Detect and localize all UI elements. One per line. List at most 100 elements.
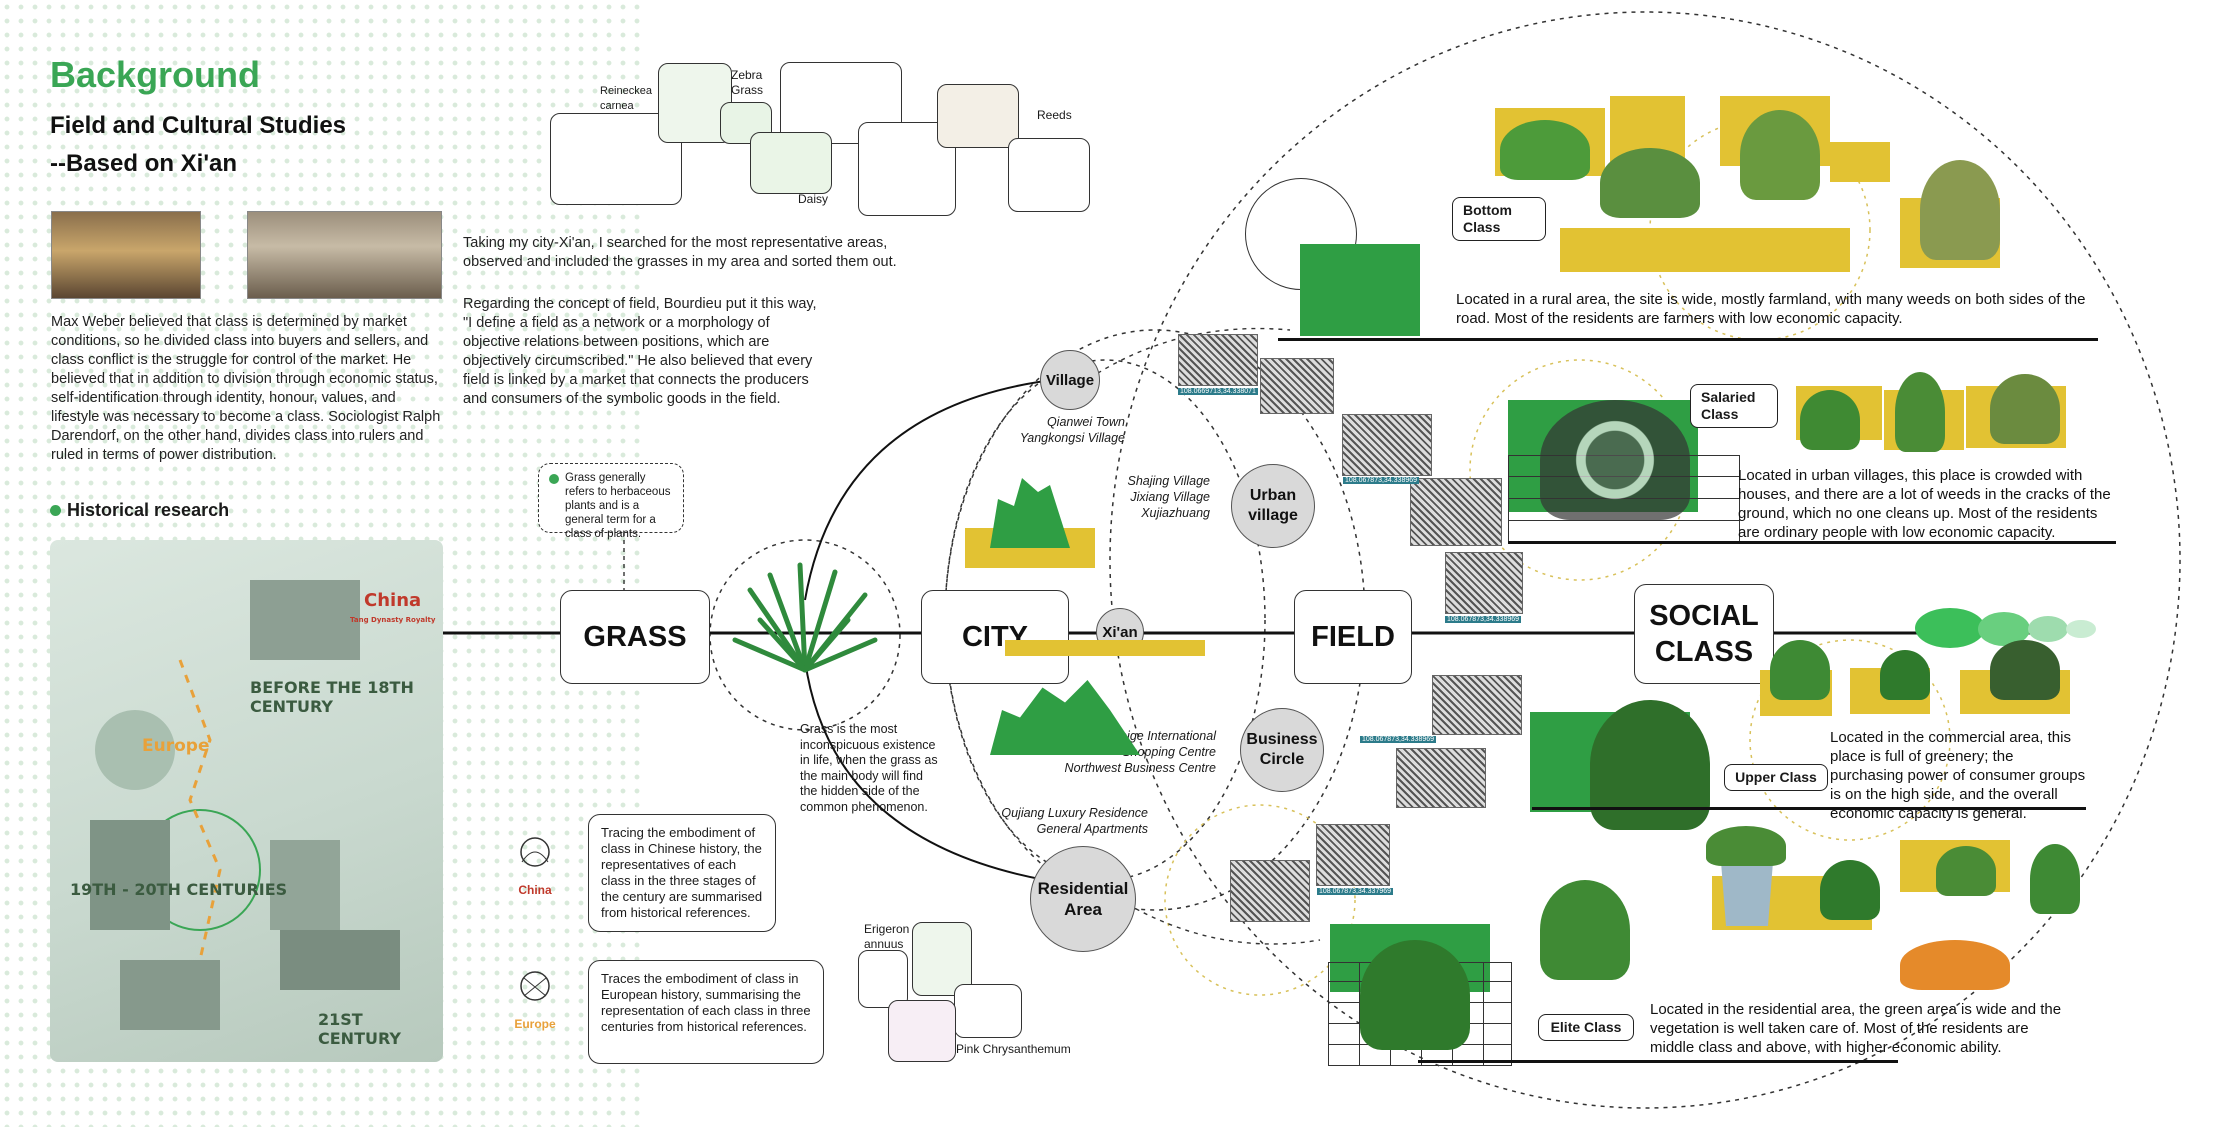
europe-label: Europe [142,736,210,756]
reeds-sketch [1008,138,1090,212]
map-code-3: 108.067873,34.338969 [1445,616,1522,623]
bottom-class-green-block [1300,244,1420,336]
place-saige: Saige International [1111,729,1216,743]
reineckea-label: Reineckea carnea [600,85,652,112]
page-title: Background [50,54,261,95]
elite-plant-main [1360,940,1470,1050]
erigeron-label: Erigeron annuus [864,922,910,951]
class-label: CLASS [1654,636,1754,668]
bottom-yellow-5 [1830,142,1890,182]
map-code-1: 108.0669713,34.338071 [1178,388,1258,395]
grass-definition-note: Grass generally refers to herbaceous pla… [538,463,684,540]
china-history-note: Tracing the embodiment of class in Chine… [588,814,776,932]
green-dot-4 [2066,620,2096,638]
place-northwest: Northwest Business Centre [1064,761,1216,775]
historical-collage-panel: China Tang Dynasty Royalty BEFORE THE 18… [50,540,443,1062]
place-xujiazhuang: Xujiazhuang [1141,506,1210,520]
bottom-plant-3 [1740,110,1820,200]
place-qianwei: Qianwei Town [1046,415,1125,429]
residential-places: Qujiang Luxury Residence General Apartme… [990,805,1148,837]
method-text-1: Taking my city-Xi'an, I searched for the… [463,235,897,270]
street-photo-1 [51,211,201,299]
map-thumb-2 [1260,358,1334,414]
daisy-label: Daisy [798,192,829,206]
social-class-node: SOCIAL CLASS [1634,584,1774,684]
upper-plant-1 [1770,640,1830,700]
erigeron-sketch [858,950,908,1008]
bullet-icon [50,505,61,516]
field-node: FIELD [1294,590,1412,684]
europe-sketch-icon [520,971,550,1001]
map-thumb-8 [1316,824,1390,886]
elite-plant-1 [1706,826,1786,866]
c19-20-label: 19TH - 20TH CENTURIES [70,880,288,899]
salaried-class-text: Located in urban villages, this place is… [1738,467,2111,541]
bottom-plant-4 [1920,160,2000,260]
reeds-photo [937,84,1019,148]
elite-plant-3 [1936,846,1996,896]
elite-potted-plant [1540,880,1630,980]
europe-history-note: Traces the embodiment of class in Europe… [588,960,824,1064]
upper-plant-2 [1880,650,1930,700]
method-text-2: Regarding the concept of field, Bourdieu… [463,296,817,407]
bottom-plant-1 [1500,120,1590,180]
salaried-plant-2 [1895,372,1945,452]
map-thumb-1 [1178,334,1258,386]
green-dot-1 [1915,608,1985,648]
grass-plant-icon [732,562,878,673]
village-node: Village [1040,350,1100,410]
upper-plant-main [1590,700,1710,830]
bullet-icon [549,474,559,484]
pink-chrysanthemum-photo [888,1000,956,1062]
place-qujiang: Qujiang Luxury Residence [1001,806,1148,820]
collage-graphic [90,580,400,1030]
salaried-class-label: Salaried Class [1690,384,1778,428]
salaried-plant-3 [1990,374,2060,444]
upper-class-label: Upper Class [1724,764,1828,791]
before-18th-label: BEFORE THE 18TH CENTURY [250,678,414,716]
bottom-plant-2 [1600,148,1700,218]
pink-chrysanthemum-sketch [954,984,1022,1038]
city-yellow-band-mid [1005,640,1205,656]
upper-class-underline [1532,807,2086,810]
elite-plant-2 [1820,860,1880,920]
map-thumb-9 [1230,860,1310,922]
reeds-label: Reeds [1037,108,1072,122]
reineckea-photo [658,63,732,143]
bottom-class-underline [1278,338,2098,341]
bottom-yellow-4 [1560,228,1850,272]
daisy-photo [750,132,832,194]
subtitle-line-1: Field and Cultural Studies [50,112,347,139]
salaried-sketch-plant [1540,400,1690,520]
social-label: SOCIAL [1649,600,1759,632]
bottom-class-text: Located in a rural area, the site is wid… [1456,291,2086,327]
subtitle-line-2: --Based on Xi'an [50,150,238,177]
grass-plant-illustration [730,560,880,690]
bottom-class-label: Bottom Class [1452,197,1546,241]
salaried-class-underline [1508,541,2116,544]
intro-paragraph: Max Weber believed that class is determi… [51,314,441,463]
place-shopping-centre: Shopping Centre [1122,745,1216,759]
c21-label: 21ST CENTURY [318,1010,401,1048]
place-shajing: Shajing Village [1127,474,1210,488]
village-places: Qianwei Town Yangkongsi Village [985,414,1125,446]
elite-class-underline [1418,1060,1898,1063]
map-thumb-7 [1396,748,1486,808]
historical-research-heading: Historical research [50,500,229,521]
map-thumb-5 [1445,552,1523,614]
europe-emblem: Europe [510,966,560,1031]
map-thumb-6 [1432,675,1522,735]
grass-node: GRASS [560,590,710,684]
upper-plant-3 [1990,640,2060,700]
street-photo-2 [247,211,442,299]
elite-plant-4 [2030,844,2080,914]
map-code-2: 108.067873,34.338969 [1343,477,1420,484]
elite-class-text: Located in the residential area, the gre… [1650,1001,2062,1056]
place-yangkongsi: Yangkongsi Village [1019,431,1125,445]
china-emblem: China [510,832,560,897]
elite-class-label: Elite Class [1538,1014,1634,1041]
map-thumb-3 [1342,414,1432,476]
zebra-grass-label: Zebra Grass [731,68,764,97]
